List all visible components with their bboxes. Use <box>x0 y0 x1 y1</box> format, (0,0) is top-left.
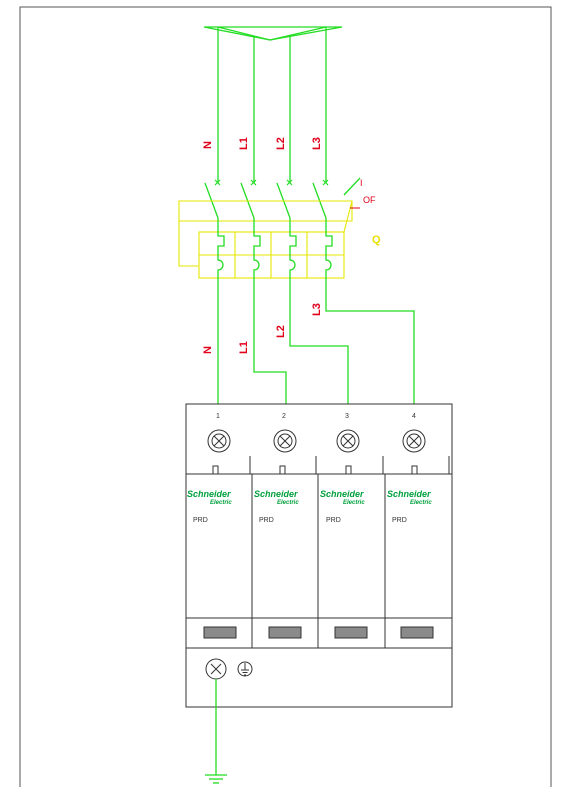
svg-text:Electric: Electric <box>210 500 232 506</box>
conductor-label-l1-top: L1 <box>238 137 250 150</box>
terminal-number-1: 1 <box>216 413 220 420</box>
conductor-label-l2-top: L2 <box>275 137 287 150</box>
brand-logo: Schneider Electric <box>254 489 299 506</box>
svg-text:Electric: Electric <box>410 500 432 506</box>
feed-triangle <box>203 26 343 41</box>
svg-text:Schneider: Schneider <box>387 489 431 499</box>
module-label-1: PRD <box>193 517 208 524</box>
terminal-screw-icon <box>273 429 297 453</box>
terminal-screw-icon <box>402 429 426 453</box>
terminal-number-3: 3 <box>345 413 349 420</box>
module-label-4: PRD <box>392 517 407 524</box>
terminal-number-4: 4 <box>412 413 416 420</box>
conductor-label-l2-bottom: L2 <box>275 325 287 338</box>
conductor-label-n-bottom: N <box>202 346 214 354</box>
ground-symbol-icon <box>205 774 227 784</box>
conductor-label-n-top: N <box>202 141 214 149</box>
conductor-label-l3-bottom: L3 <box>311 303 323 316</box>
aux-contact-label: OF <box>363 195 376 205</box>
switch-label: Q <box>372 234 381 246</box>
feed-connector-lines <box>217 26 327 41</box>
status-windows <box>203 626 434 639</box>
svg-text:Schneider: Schneider <box>254 489 298 499</box>
terminal-screw-icon <box>205 658 227 680</box>
terminal-number-2: 2 <box>282 413 286 420</box>
brand-logo: Schneider Electric <box>187 489 232 506</box>
svg-text:Electric: Electric <box>277 500 299 506</box>
terminal-screw-icon <box>207 429 231 453</box>
aux-contact-marker: I <box>360 178 363 188</box>
svg-text:Schneider: Schneider <box>187 489 231 499</box>
contact-marks <box>214 179 329 186</box>
feed-conductors <box>217 27 327 183</box>
brand-logo: Schneider Electric <box>387 489 432 506</box>
conductor-label-l3-top: L3 <box>311 137 323 150</box>
terminal-screw-icon <box>336 429 360 453</box>
switch-body <box>178 200 353 279</box>
conductor-label-l1-bottom: L1 <box>238 341 250 354</box>
switch-poles <box>217 218 333 278</box>
module-label-3: PRD <box>326 517 341 524</box>
module-tabs <box>212 465 418 475</box>
drawing-border <box>19 6 552 787</box>
svg-text:Electric: Electric <box>343 500 365 506</box>
module-label-2: PRD <box>259 517 274 524</box>
brand-logo: Schneider Electric <box>320 489 365 506</box>
aux-contact <box>343 177 361 209</box>
earth-terminal-icon <box>237 661 253 677</box>
svg-text:Schneider: Schneider <box>320 489 364 499</box>
output-conductors <box>217 278 415 404</box>
spd-enclosure <box>185 403 453 708</box>
